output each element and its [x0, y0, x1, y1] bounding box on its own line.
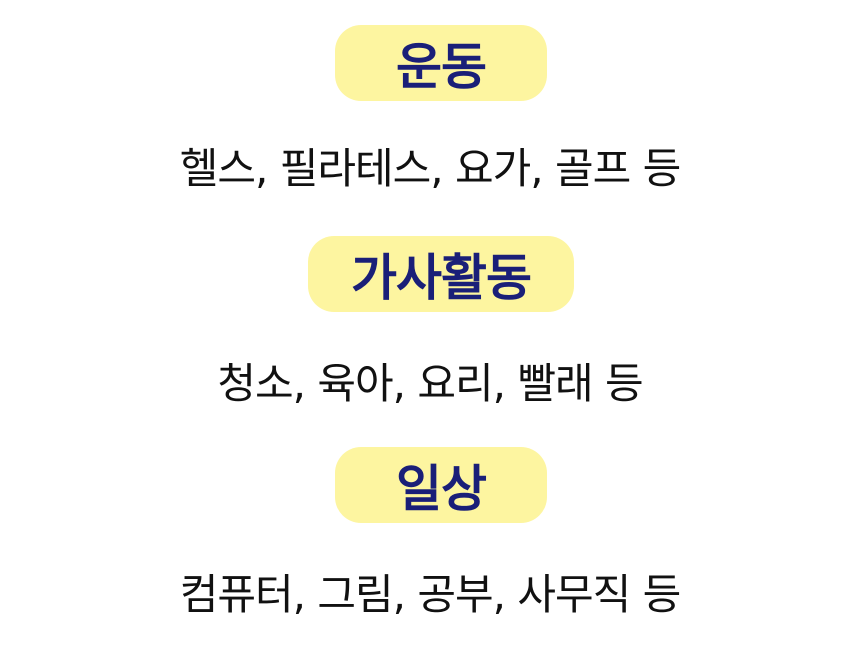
- category-badge-housework: 가사활동: [308, 236, 574, 312]
- category-title: 운동: [396, 38, 487, 96]
- category-examples-exercise: 헬스, 필라테스, 요가, 골프 등: [179, 144, 682, 193]
- category-badge-exercise: 운동: [335, 25, 547, 101]
- category-examples-daily: 컴퓨터, 그림, 공부, 사무직 등: [179, 570, 682, 619]
- category-title: 가사활동: [351, 249, 532, 307]
- category-examples-housework: 청소, 육아, 요리, 빨래 등: [217, 359, 643, 408]
- category-title: 일상: [396, 460, 487, 518]
- category-badge-daily: 일상: [335, 447, 547, 523]
